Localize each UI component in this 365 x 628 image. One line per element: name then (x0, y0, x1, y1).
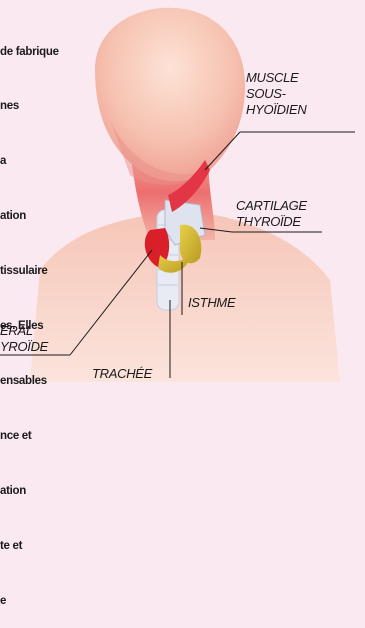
label-trachee: TRACHÉE (92, 366, 152, 382)
label-lateral-thyroide: ÉRAL YROÏDE (0, 323, 48, 355)
body-text: de fabrique nes a ation tissulaire es. E… (0, 6, 92, 628)
head (95, 8, 245, 182)
label-isthme: ISTHME (188, 295, 235, 311)
label-muscle-sous-hyoidien: MUSCLE SOUS- HYOÏDIEN (246, 70, 306, 118)
label-cartilage-thyroide: CARTILAGE THYROÏDE (236, 198, 307, 230)
